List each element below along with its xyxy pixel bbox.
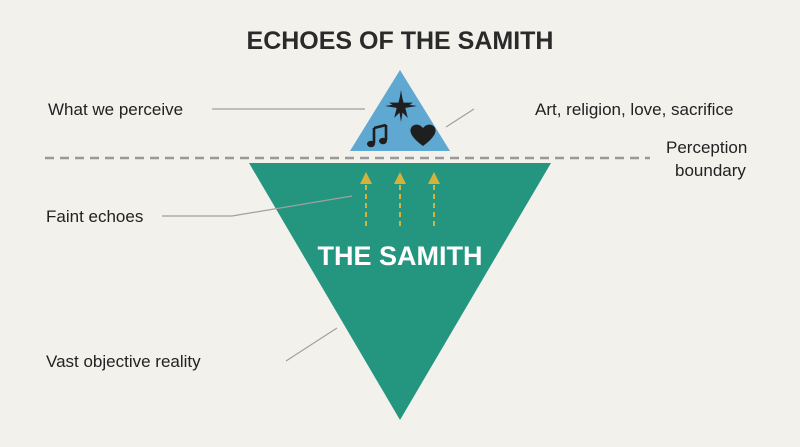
up-arrow-icon <box>428 172 440 226</box>
label-art-religion: Art, religion, love, sacrifice <box>535 100 733 119</box>
samith-label: THE SAMITH <box>318 241 483 271</box>
label-what-we-perceive: What we perceive <box>48 100 183 119</box>
art-leader-line <box>445 108 475 128</box>
music-note-icon <box>367 123 388 148</box>
heart-icon <box>410 124 436 146</box>
diagram-title: ECHOES OF THE SAMITH <box>247 27 554 55</box>
vast-reality-leader-line <box>285 327 338 362</box>
label-perception: Perception <box>666 138 747 157</box>
up-arrow-icon <box>394 172 406 226</box>
faint-echoes-leader-line <box>162 195 353 217</box>
submerged-triangle <box>249 163 551 420</box>
star-icon <box>385 90 417 122</box>
label-vast-reality: Vast objective reality <box>46 352 201 371</box>
up-arrow-icon <box>360 172 372 226</box>
label-faint-echoes: Faint echoes <box>46 207 143 226</box>
label-boundary: boundary <box>675 161 746 180</box>
